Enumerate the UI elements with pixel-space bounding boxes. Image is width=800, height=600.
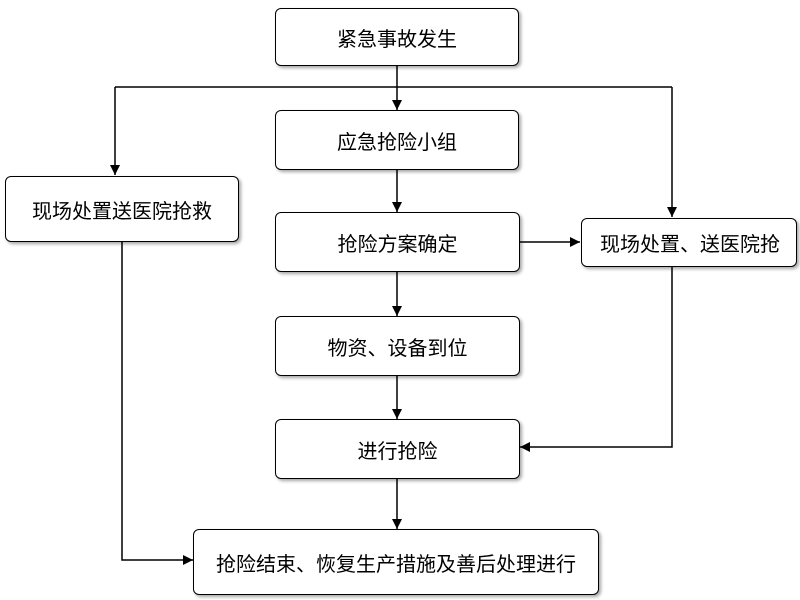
node-materials: 物资、设备到位 <box>275 316 520 376</box>
node-onsite-right-label: 现场处置、送医院抢 <box>600 232 780 256</box>
node-emergency-label: 紧急事故发生 <box>337 26 457 51</box>
node-rescue-label: 进行抢险 <box>357 438 438 463</box>
node-onsite-left: 现场处置送医院抢救 <box>5 176 239 242</box>
node-team-label: 应急抢险小组 <box>337 129 457 154</box>
node-team: 应急抢险小组 <box>275 110 519 170</box>
arrow-onsite-left-to-end <box>121 242 193 565</box>
node-materials-label: 物资、设备到位 <box>327 335 468 360</box>
node-end: 抢险结束、恢复生产措施及善后处理进行 <box>193 529 599 595</box>
arrow-onsite-right-to-rescue <box>520 267 673 452</box>
node-onsite-right: 现场处置、送医院抢 <box>581 218 797 267</box>
node-plan: 抢险方案确定 <box>275 212 520 272</box>
node-plan-label: 抢险方案确定 <box>337 231 458 256</box>
node-emergency: 紧急事故发生 <box>275 8 519 66</box>
node-rescue: 进行抢险 <box>275 419 520 479</box>
node-end-label: 抢险结束、恢复生产措施及善后处理进行 <box>216 551 576 576</box>
node-onsite-left-label: 现场处置送医院抢救 <box>32 198 212 223</box>
